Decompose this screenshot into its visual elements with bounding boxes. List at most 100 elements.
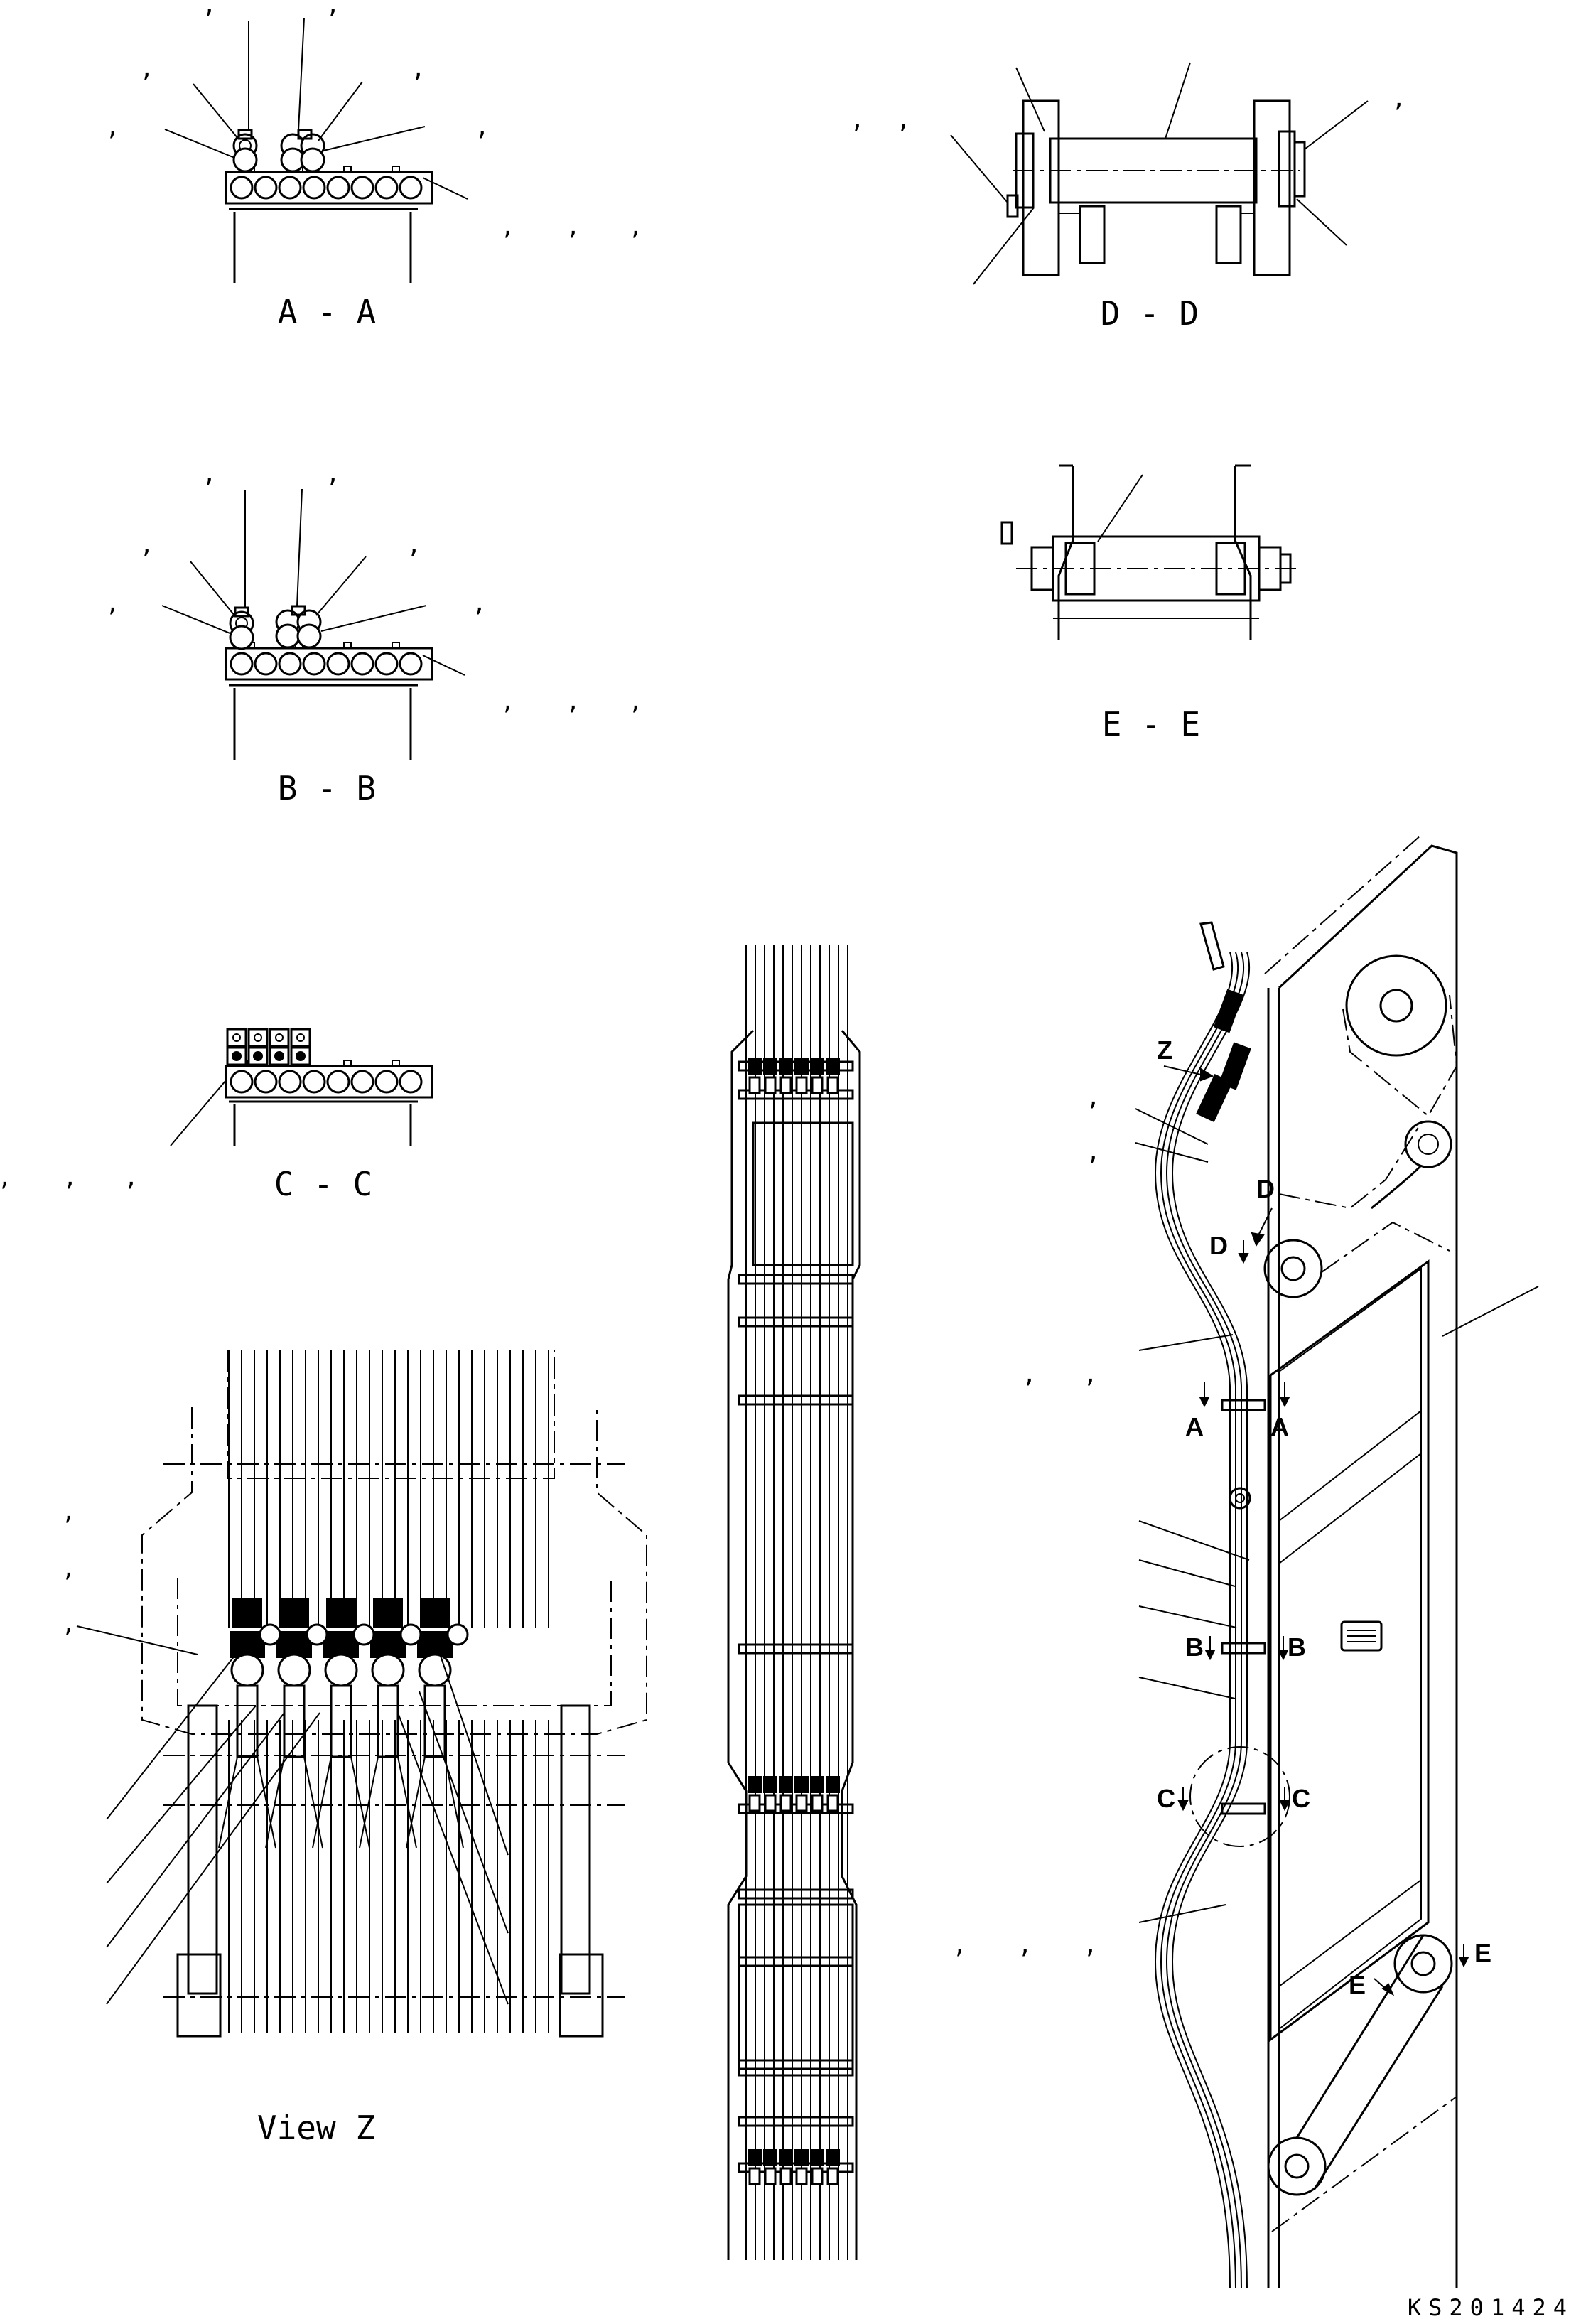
- hose-circle: [230, 1070, 254, 1094]
- fitting: [323, 1631, 359, 1658]
- separator: ,: [142, 51, 151, 84]
- fitting: [279, 1598, 309, 1628]
- hose-circle: [374, 1070, 399, 1094]
- fitting: [748, 1794, 761, 1812]
- separator: ,: [1020, 1927, 1030, 1960]
- separator: ,: [955, 1927, 964, 1960]
- hose-circle: [230, 176, 254, 200]
- hose-circle: [399, 652, 423, 676]
- hose-circle: [254, 652, 278, 676]
- separator: ,: [477, 109, 487, 142]
- leader-line: [106, 1705, 257, 1884]
- fitting: [826, 1058, 840, 1075]
- hose-line: [1154, 952, 1234, 2289]
- hose-circle: [254, 1070, 278, 1094]
- separator: ,: [205, 0, 214, 20]
- hose-circle: [326, 652, 350, 676]
- hose-circle: [302, 176, 326, 200]
- separator: ,: [409, 527, 419, 560]
- fitting: [779, 1794, 792, 1812]
- fitting: [763, 1058, 777, 1075]
- fitting: [795, 1794, 808, 1812]
- hose-circle: [374, 652, 399, 676]
- hose-stem: [377, 1684, 399, 1758]
- fitting: [779, 1076, 792, 1094]
- fitting: [763, 2149, 777, 2166]
- fitting: [779, 2167, 792, 2185]
- section-a-a-caption: A - A: [278, 293, 376, 331]
- separator: ,: [503, 684, 512, 716]
- hose-circle: [278, 652, 302, 676]
- fitting: [763, 1776, 777, 1793]
- clamp-band: [738, 1643, 854, 1655]
- fitting: [826, 2167, 839, 2185]
- clamp-band: [738, 1394, 854, 1406]
- hose-line: [218, 1756, 238, 1849]
- clamp-bolt: [343, 642, 352, 649]
- fitting: [795, 1076, 808, 1094]
- separator: ,: [65, 1160, 75, 1193]
- fitting: [748, 1776, 762, 1793]
- fitting: [764, 2167, 777, 2185]
- marker-e-right: E: [1474, 1938, 1491, 1967]
- fitting: [826, 1076, 839, 1094]
- marker-d-lower: D: [1209, 1231, 1228, 1260]
- hose-line: [312, 1756, 332, 1849]
- fitting: [810, 1058, 824, 1075]
- separator: ,: [1089, 1134, 1098, 1167]
- hose-line: [265, 1756, 285, 1849]
- fitting: [779, 1058, 793, 1075]
- separator: ,: [205, 456, 214, 489]
- separator: ,: [328, 456, 338, 489]
- clamp-band: [738, 2059, 854, 2070]
- separator: ,: [568, 684, 578, 716]
- hose-circle: [254, 176, 278, 200]
- hose-circle: [374, 176, 399, 200]
- hose-stem: [330, 1684, 352, 1758]
- separator: ,: [1086, 1357, 1095, 1389]
- section-a-a: , , , , , , , , , A - A: [108, 0, 640, 331]
- fitting: [779, 1776, 793, 1793]
- fitting: [373, 1598, 403, 1628]
- hose-circle: [350, 176, 374, 200]
- separator: ,: [475, 586, 484, 618]
- separator: ,: [64, 1494, 73, 1527]
- fitting: [826, 1794, 839, 1812]
- fitting-nut: [399, 1623, 422, 1646]
- separator: ,: [108, 109, 117, 142]
- section-c-c-caption: C - C: [274, 1165, 372, 1203]
- leader-line: [440, 1655, 509, 1856]
- clamp-band: [738, 1274, 854, 1285]
- marker-b-right: B: [1288, 1632, 1306, 1662]
- section-c-c: , , , C - C: [0, 1028, 433, 1203]
- fitting-nut: [306, 1623, 328, 1646]
- fitting: [420, 1598, 450, 1628]
- separator: ,: [328, 0, 338, 20]
- fitting: [811, 1794, 824, 1812]
- hose-circle: [399, 1070, 423, 1094]
- fitting: [811, 1076, 824, 1094]
- separator: ,: [631, 684, 640, 716]
- separator: ,: [142, 527, 151, 560]
- hose-circle: [326, 176, 350, 200]
- fitting: [794, 2149, 809, 2166]
- marker-d-upper: D: [1256, 1174, 1275, 1203]
- section-e-e-caption: E - E: [1102, 705, 1200, 743]
- clamp-band: [738, 1316, 854, 1328]
- separator: ,: [108, 586, 117, 618]
- clamp-bolt: [392, 1060, 400, 1067]
- clamp-band: [738, 2116, 854, 2127]
- hose-circle: [278, 1070, 302, 1094]
- separator: ,: [0, 1160, 9, 1193]
- fitting: [779, 2149, 793, 2166]
- section-e-e: E - E: [1000, 464, 1300, 743]
- separator: ,: [568, 209, 578, 242]
- clamp-band: [738, 1888, 854, 1900]
- leader-line: [106, 1712, 285, 1948]
- separator: ,: [1025, 1357, 1034, 1389]
- hose-line: [1165, 952, 1245, 2289]
- hose-circle: [278, 176, 302, 200]
- clamp-bolt: [392, 642, 400, 649]
- hose-line: [1160, 952, 1239, 2289]
